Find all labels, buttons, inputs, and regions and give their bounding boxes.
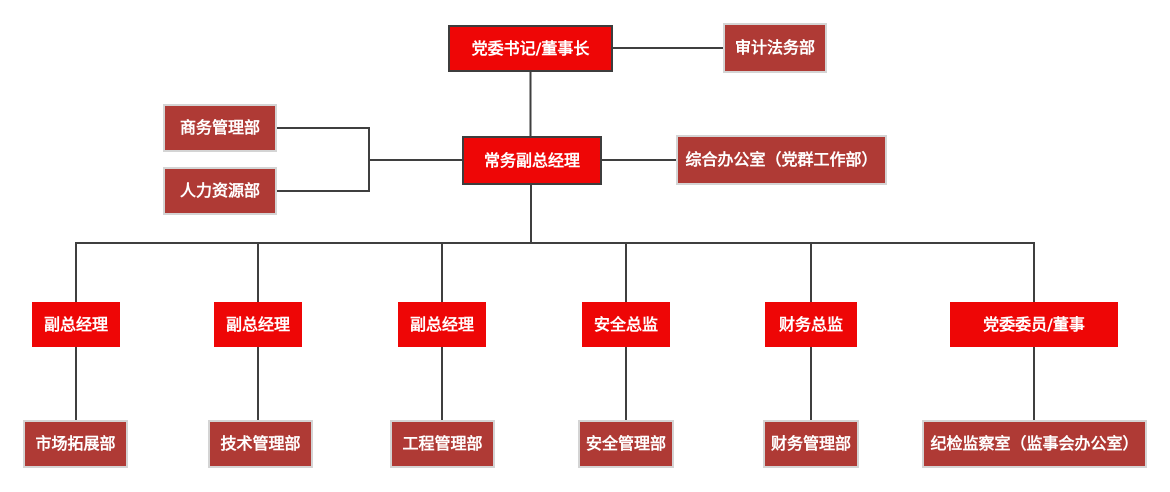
node-business-management-dept: 商务管理部 (163, 104, 277, 152)
node-deputy-gm-1: 副总经理 (32, 302, 120, 347)
node-technology-management-dept: 技术管理部 (208, 420, 313, 468)
node-party-committee-member-director: 党委委员/董事 (950, 302, 1118, 347)
node-deputy-gm-3: 副总经理 (398, 302, 486, 347)
node-finance-management-dept: 财务管理部 (763, 420, 859, 468)
node-audit-legal-dept: 审计法务部 (723, 23, 827, 73)
node-safety-management-dept: 安全管理部 (578, 420, 674, 468)
node-market-expansion-dept: 市场拓展部 (23, 420, 128, 468)
node-human-resources-dept: 人力资源部 (163, 167, 277, 215)
node-engineering-management-dept: 工程管理部 (390, 420, 495, 468)
node-discipline-inspection-office: 纪检监察室（监事会办公室） (922, 420, 1147, 468)
node-general-office: 综合办公室（党群工作部） (676, 135, 887, 185)
node-safety-director: 安全总监 (582, 302, 670, 347)
node-deputy-gm-2: 副总经理 (214, 302, 302, 347)
node-executive-deputy-gm: 常务副总经理 (462, 136, 602, 185)
node-party-secretary-chairman: 党委书记/董事长 (448, 25, 613, 72)
node-finance-director: 财务总监 (765, 302, 857, 347)
